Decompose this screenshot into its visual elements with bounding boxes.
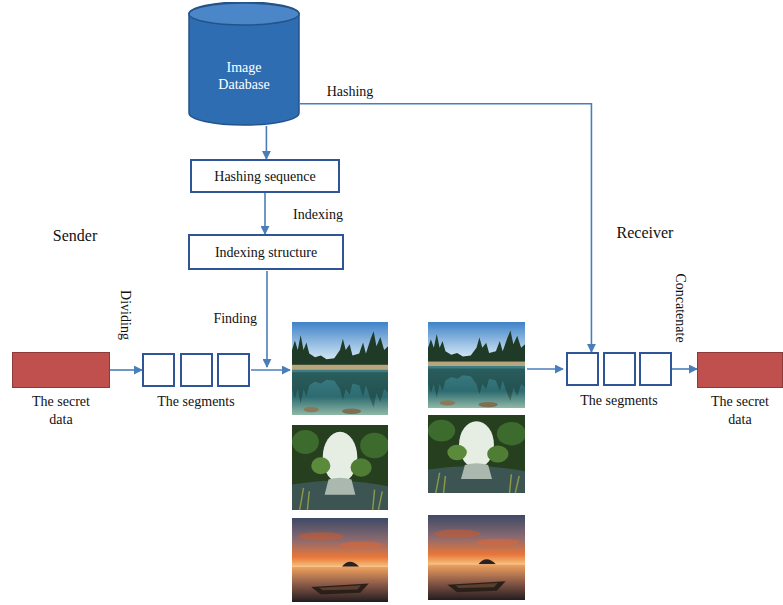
- node-label: Image Database: [207, 59, 281, 94]
- arrow-line: [527, 368, 563, 370]
- edge-label: Hashing: [325, 83, 376, 101]
- text-holder: Hashing sequence: [214, 167, 315, 186]
- arrow-line: [251, 369, 290, 371]
- text-holder: The secret data: [21, 393, 101, 428]
- segment-group: The segments: [566, 352, 672, 386]
- side-label: Receiver: [615, 223, 676, 243]
- text-holder: The segments: [157, 393, 234, 411]
- text-holder: The secret data: [700, 393, 780, 428]
- side-label-holder: Receiver: [615, 223, 676, 243]
- node-label: Hashing sequence: [214, 168, 315, 186]
- segment-box: [180, 353, 213, 387]
- arrow-line: [266, 271, 268, 367]
- connector-arrow: [264, 193, 266, 234]
- data-block: The secret data: [12, 352, 110, 388]
- side-label: Finding: [211, 310, 259, 328]
- segment-box: [603, 352, 636, 386]
- photo: [428, 515, 525, 600]
- side-label: Sender: [51, 226, 99, 246]
- node-label: Indexing structure: [215, 244, 317, 262]
- segment-box: [217, 353, 250, 387]
- database-cylinder: Image Database: [188, 2, 300, 126]
- node-label: The secret data: [700, 393, 780, 428]
- process-box: Indexing structure: [188, 234, 344, 270]
- node-label: The secret data: [21, 393, 101, 428]
- connector-arrow: [110, 369, 142, 371]
- text-holder: Image Database: [207, 59, 281, 94]
- connector-arrow: [300, 104, 591, 352]
- segment-box: [566, 352, 599, 386]
- photo: [428, 415, 526, 493]
- process-box: Hashing sequence: [190, 159, 340, 193]
- photo: [428, 322, 525, 408]
- side-label-holder: Finding: [211, 309, 259, 328]
- edge-label: Concatenate: [672, 271, 690, 344]
- text-holder: The segments: [580, 392, 657, 410]
- photo: [292, 425, 389, 510]
- cylinder-top: [189, 3, 299, 25]
- edge-label-holder: Concatenate: [672, 271, 691, 344]
- photo: [292, 322, 388, 415]
- segment-group: The segments: [142, 353, 250, 387]
- segment-box: [142, 353, 175, 387]
- data-block: The secret data: [697, 352, 783, 388]
- edge-label: Dividing: [117, 288, 135, 342]
- node-label: The segments: [580, 392, 657, 410]
- edge-label-holder: Indexing: [291, 205, 345, 224]
- edge-label: Indexing: [291, 206, 345, 224]
- photo: [292, 518, 388, 602]
- cylinder-body: [189, 2, 299, 125]
- node-label: The segments: [157, 393, 234, 411]
- side-label-holder: Sender: [51, 226, 99, 246]
- connector-arrow: [266, 126, 268, 159]
- text-holder: Indexing structure: [215, 243, 317, 262]
- edge-label-holder: Dividing: [117, 288, 136, 342]
- segment-box: [639, 352, 672, 386]
- edge-label-holder: Hashing: [325, 82, 376, 101]
- connector-arrow: [672, 368, 697, 370]
